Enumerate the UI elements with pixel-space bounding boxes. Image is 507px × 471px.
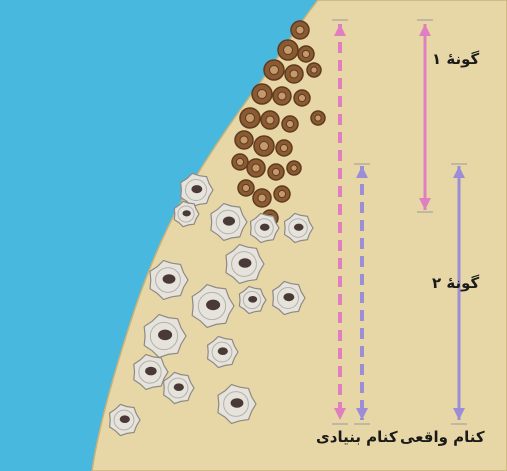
brown-barnacle-icon (282, 116, 298, 132)
brown-barnacle-icon (232, 154, 248, 170)
species1-label: گونهٔ ۱ (432, 50, 479, 68)
fundamental-niche-label: کنام بنیادی (316, 428, 398, 446)
brown-barnacle-icon (252, 84, 272, 104)
brown-barnacle-icon (285, 65, 303, 83)
realized-niche-label: کنام واقعی (400, 428, 485, 446)
brown-barnacle-icon (238, 180, 254, 196)
brown-barnacle-icon (264, 60, 284, 80)
brown-barnacle-icon (311, 111, 325, 125)
brown-barnacle-icon (287, 161, 301, 175)
brown-barnacle-icon (235, 131, 253, 149)
brown-barnacle-icon (247, 159, 265, 177)
brown-barnacle-icon (240, 108, 260, 128)
brown-barnacle-icon (294, 90, 310, 106)
brown-barnacle-icon (253, 189, 271, 207)
brown-barnacle-icon (298, 46, 314, 62)
brown-barnacle-icon (254, 136, 274, 156)
brown-barnacle-icon (278, 40, 298, 60)
brown-barnacle-icon (261, 111, 279, 129)
species2-label: گونهٔ ۲ (432, 274, 479, 292)
brown-barnacle-icon (291, 21, 309, 39)
brown-barnacle-icon (276, 140, 292, 156)
brown-barnacle-icon (274, 186, 290, 202)
brown-barnacle-icon (273, 87, 291, 105)
brown-barnacle-icon (268, 164, 284, 180)
brown-barnacle-icon (307, 63, 321, 77)
